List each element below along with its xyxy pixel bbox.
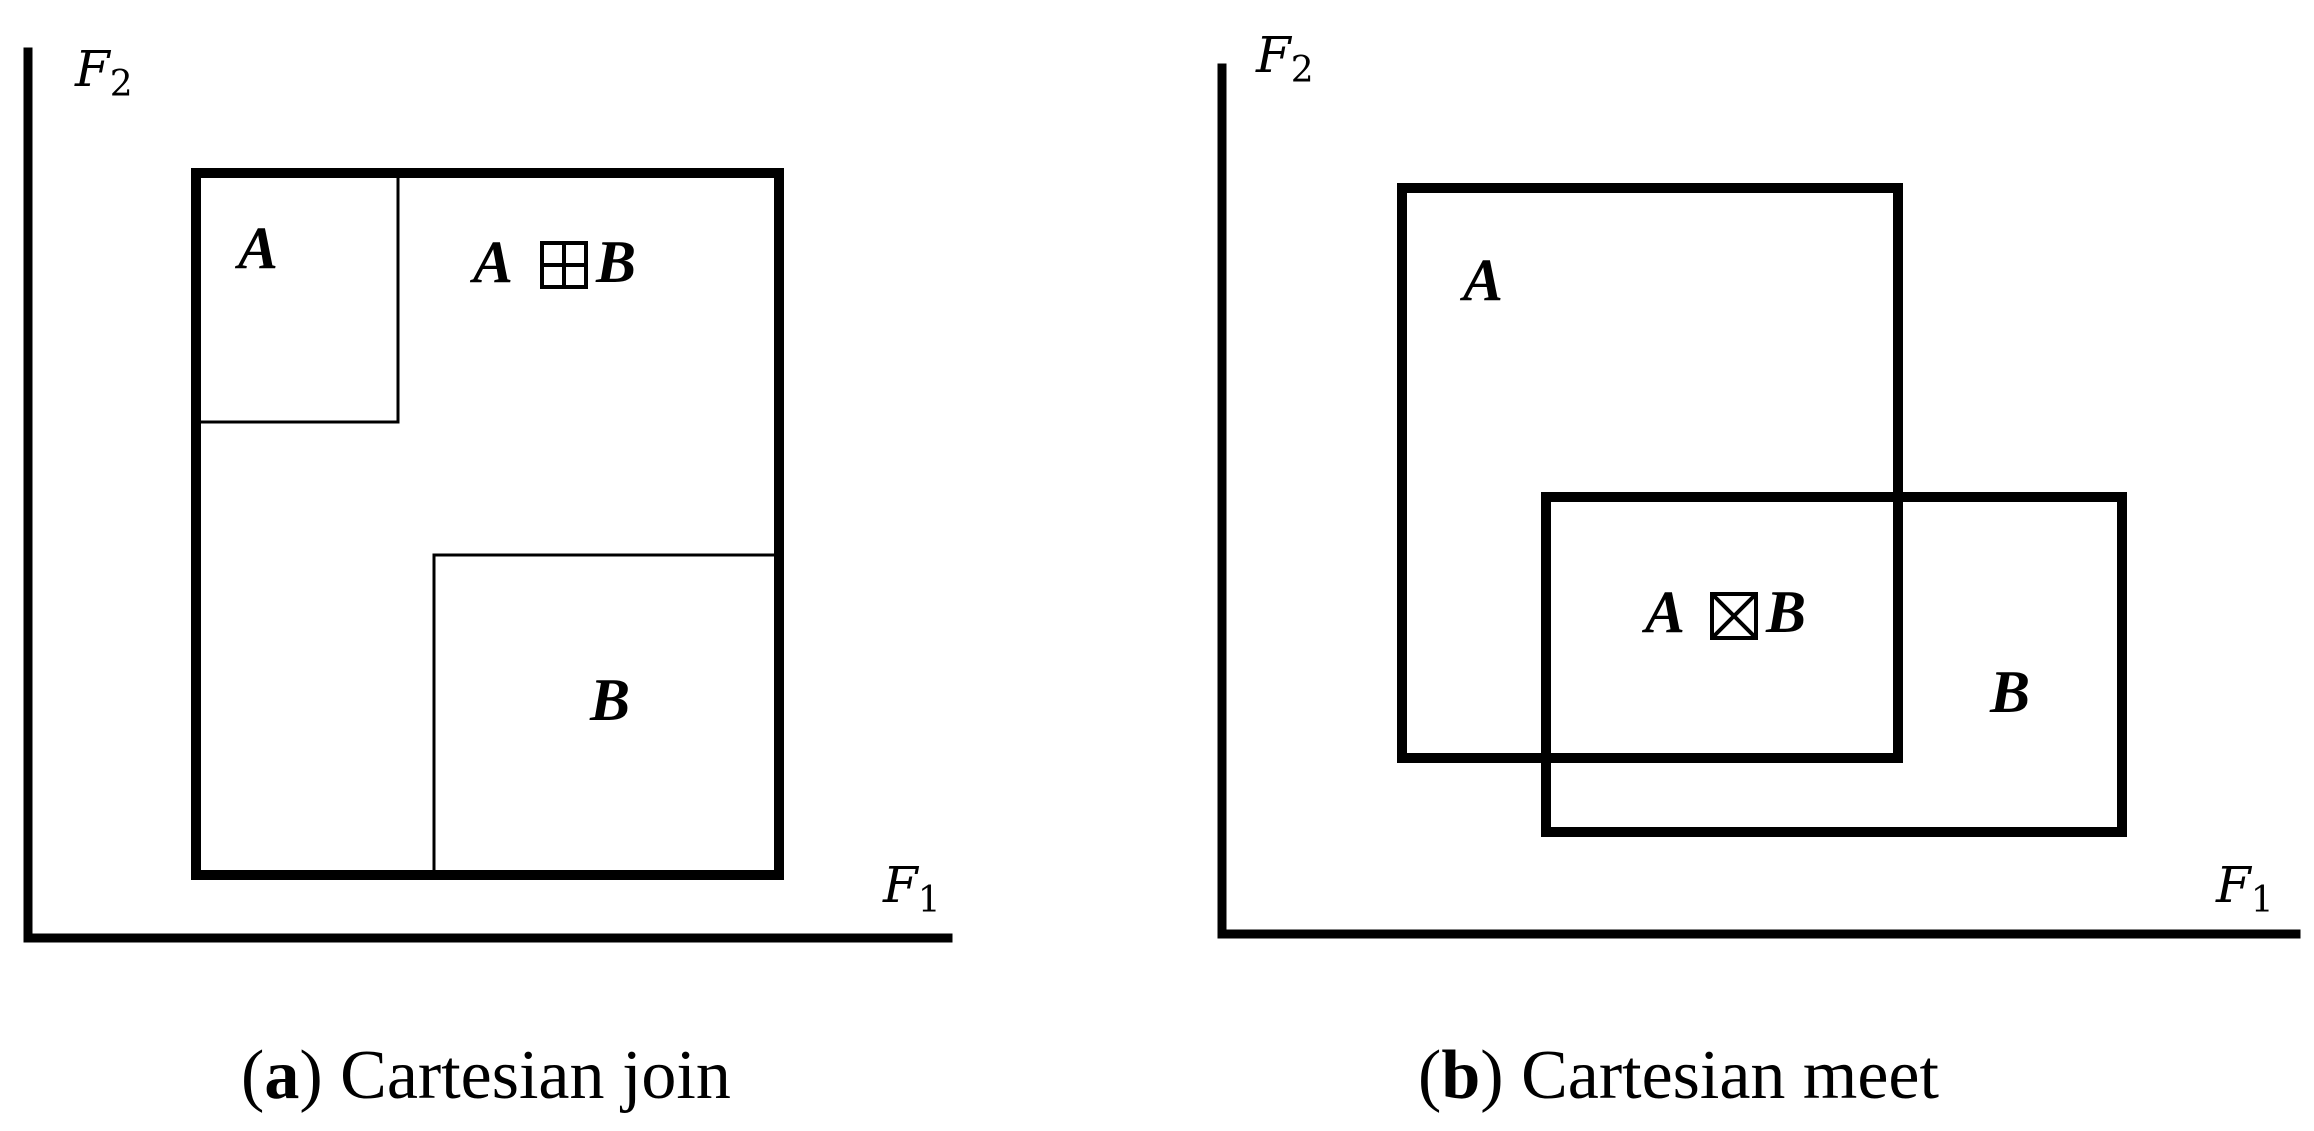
panel-b-op-right: B bbox=[1765, 579, 1806, 645]
panel-b-set-b-box bbox=[1541, 492, 2127, 837]
panel-b-op-left: A bbox=[1641, 579, 1685, 645]
panel-a-set-a-box bbox=[196, 171, 400, 424]
panel-a-x-axis-label: F1 bbox=[882, 856, 941, 921]
panel-b-meet-expression: A B bbox=[1641, 579, 1806, 645]
panel-a-join-box bbox=[191, 168, 784, 880]
panel-b-set-b-label: B bbox=[1989, 659, 2030, 725]
panel-b-y-axis-label: F2 bbox=[1255, 26, 1314, 91]
panel-b: F2 F1 A B A B (b) Cartesian meet bbox=[1217, 26, 2301, 1114]
panel-a-set-b-label: B bbox=[589, 667, 630, 733]
panel-b-caption: (b) Cartesian meet bbox=[1418, 1037, 1939, 1114]
panel-a-set-a-label: A bbox=[234, 215, 278, 281]
meet-operator-icon bbox=[1710, 592, 1758, 640]
panel-a-y-axis-label: F2 bbox=[74, 40, 133, 105]
panel-b-x-axis-label: F1 bbox=[2215, 856, 2274, 921]
panel-a-caption: (a) Cartesian join bbox=[241, 1037, 731, 1114]
panel-a: F2 F1 A B A B (a) Cartesian join bbox=[23, 40, 953, 1114]
panel-a-join-expression: A B bbox=[469, 229, 636, 295]
panel-b-axes bbox=[1217, 63, 2301, 939]
panel-b-set-a-label: A bbox=[1459, 247, 1503, 313]
panel-a-op-left: A bbox=[469, 229, 513, 295]
panel-a-axes bbox=[23, 47, 953, 943]
panel-a-set-b-box bbox=[432, 553, 779, 875]
panel-a-op-right: B bbox=[595, 229, 636, 295]
panel-b-set-a-box bbox=[1397, 183, 1903, 763]
join-operator-icon bbox=[540, 241, 588, 289]
